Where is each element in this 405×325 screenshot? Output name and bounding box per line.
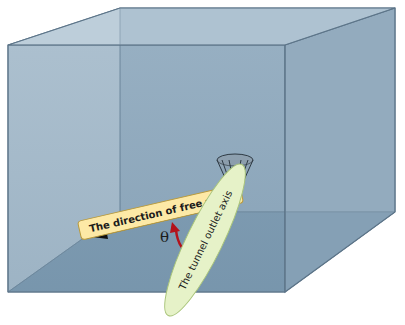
angle-symbol: θ <box>160 228 169 246</box>
